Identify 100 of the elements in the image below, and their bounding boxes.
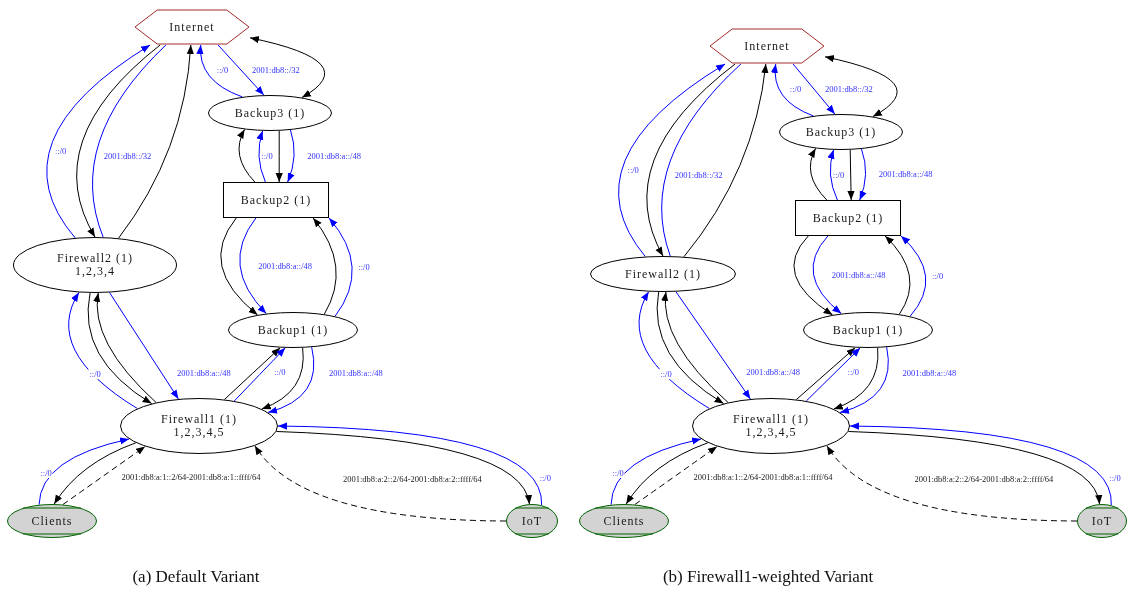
- arrow: [223, 347, 281, 400]
- edge-label: ::/0: [611, 467, 625, 478]
- edge-label: ::/0: [53, 146, 68, 157]
- arrow: [675, 291, 751, 400]
- arrow: [249, 36, 326, 99]
- node-label: Clients: [603, 514, 645, 528]
- arrow: [884, 235, 911, 315]
- caption: (b) Firewall1-weighted Variant: [662, 566, 874, 589]
- edge-label: ::/0: [215, 64, 230, 75]
- arrow: [256, 130, 266, 183]
- node-label: Backup1 (1): [832, 323, 904, 337]
- edge-label: 2001:db8:a::/48: [830, 269, 887, 280]
- node-label: Internet: [169, 20, 215, 34]
- edge-label: 2001:db8:a::/48: [257, 260, 313, 271]
- arrow: [792, 63, 836, 115]
- arrow: [312, 217, 337, 315]
- arrow: [277, 422, 543, 506]
- edge-label: 2001:db8:a:2::2/64-2001:db8:a:2::ffff/64: [342, 473, 483, 484]
- arrow: [217, 44, 265, 96]
- edge-label: ::/0: [788, 83, 803, 94]
- ellipse-node: [803, 312, 933, 348]
- node-label: IoT: [521, 514, 543, 528]
- arrow: [618, 63, 726, 258]
- shaded-ellipse-node: [7, 504, 97, 538]
- edge-label: 2001:db8:a::/48: [877, 169, 934, 180]
- arrow: [76, 44, 161, 238]
- arrow: [109, 292, 179, 400]
- edge-label: 2001:db8:a::/48: [745, 367, 802, 378]
- edge-label: ::/0: [273, 367, 287, 378]
- arrow: [267, 346, 315, 414]
- arrow: [847, 149, 855, 201]
- arrow: [239, 217, 267, 315]
- shaded-ellipse-node: [1077, 504, 1127, 538]
- edge-label: ::/0: [846, 367, 860, 378]
- edge-label: ::/0: [538, 472, 552, 483]
- arrow: [610, 437, 702, 506]
- edge-label: ::/0: [88, 369, 102, 380]
- arrow: [847, 431, 1101, 505]
- arrow: [827, 149, 838, 201]
- edge-label: 2001:db8:a:1::2/64-2001:db8:a:1::ffff/64: [120, 472, 262, 483]
- ellipse-node: [208, 95, 332, 131]
- arrow: [53, 442, 137, 505]
- arrow: [233, 347, 286, 402]
- node-label: 1,2,3,4: [75, 265, 115, 278]
- hexagon-node: [709, 28, 825, 64]
- node-label: Backup2 (1): [240, 193, 312, 207]
- ellipse-node: [590, 256, 736, 292]
- ellipse-node: [13, 237, 177, 293]
- edge-label: ::/0: [1108, 472, 1122, 483]
- node-label: IoT: [1091, 514, 1113, 528]
- arrow: [118, 44, 194, 239]
- arrow: [87, 292, 153, 405]
- arrow: [839, 346, 889, 414]
- arrow: [328, 217, 353, 317]
- edge-label: ::/0: [39, 467, 53, 478]
- node-label: 1,2,3,4,5: [173, 426, 225, 439]
- arrow: [38, 437, 130, 506]
- node-label: Clients: [31, 514, 73, 528]
- arrow: [237, 128, 256, 183]
- edge-label: ::/0: [930, 271, 945, 282]
- node-label: Backup3 (1): [234, 106, 306, 120]
- ellipse-node: [779, 114, 903, 150]
- arrow: [646, 63, 736, 257]
- edge-label: 2001:db8::/32: [102, 151, 153, 162]
- arrow: [196, 44, 243, 98]
- caption: (a) Default Variant: [132, 566, 260, 589]
- arrow: [683, 63, 769, 258]
- edge-label: 2001:db8:a::/48: [901, 367, 958, 378]
- edge-label: ::/0: [260, 151, 274, 162]
- edge-label: 2001:db8:a::/48: [327, 367, 384, 378]
- node-label: 1,2,3,4,5: [745, 426, 797, 439]
- edge-label: ::/0: [626, 165, 640, 176]
- arrow: [275, 130, 283, 183]
- arrow: [68, 291, 138, 409]
- edge-label: 2001:db8:a:2::2/64-2001:db8:a:2::ffff/64: [913, 473, 1055, 484]
- arrow: [93, 292, 157, 403]
- arrow: [287, 129, 295, 183]
- edge-label: ::/0: [357, 262, 371, 273]
- arrow: [771, 63, 814, 117]
- node-label: Backup3 (1): [805, 125, 877, 139]
- edge-label: 2001:db8:a::/48: [176, 367, 232, 378]
- edge-label: ::/0: [659, 369, 673, 380]
- shaded-ellipse-node: [506, 504, 558, 538]
- edge-label: ::/0: [831, 169, 846, 180]
- arrow: [254, 445, 507, 522]
- arrow: [795, 347, 856, 400]
- edge-label: 2001:db8::/32: [824, 84, 874, 95]
- node-label: Firewall2 (1): [625, 267, 701, 281]
- arrow: [826, 445, 1078, 522]
- node-label: Firewall1 (1): [733, 413, 809, 426]
- arrow: [833, 347, 879, 410]
- arrow: [638, 291, 710, 409]
- rectangle-node: [795, 200, 901, 236]
- arrow: [634, 445, 718, 505]
- arrow: [220, 217, 259, 316]
- node-label: Backup2 (1): [812, 211, 884, 225]
- node-label: Firewall1 (1): [161, 413, 237, 426]
- node-label: Firewall2 (1): [57, 252, 133, 265]
- ellipse-node: [120, 398, 278, 454]
- ellipse-node: [692, 398, 850, 454]
